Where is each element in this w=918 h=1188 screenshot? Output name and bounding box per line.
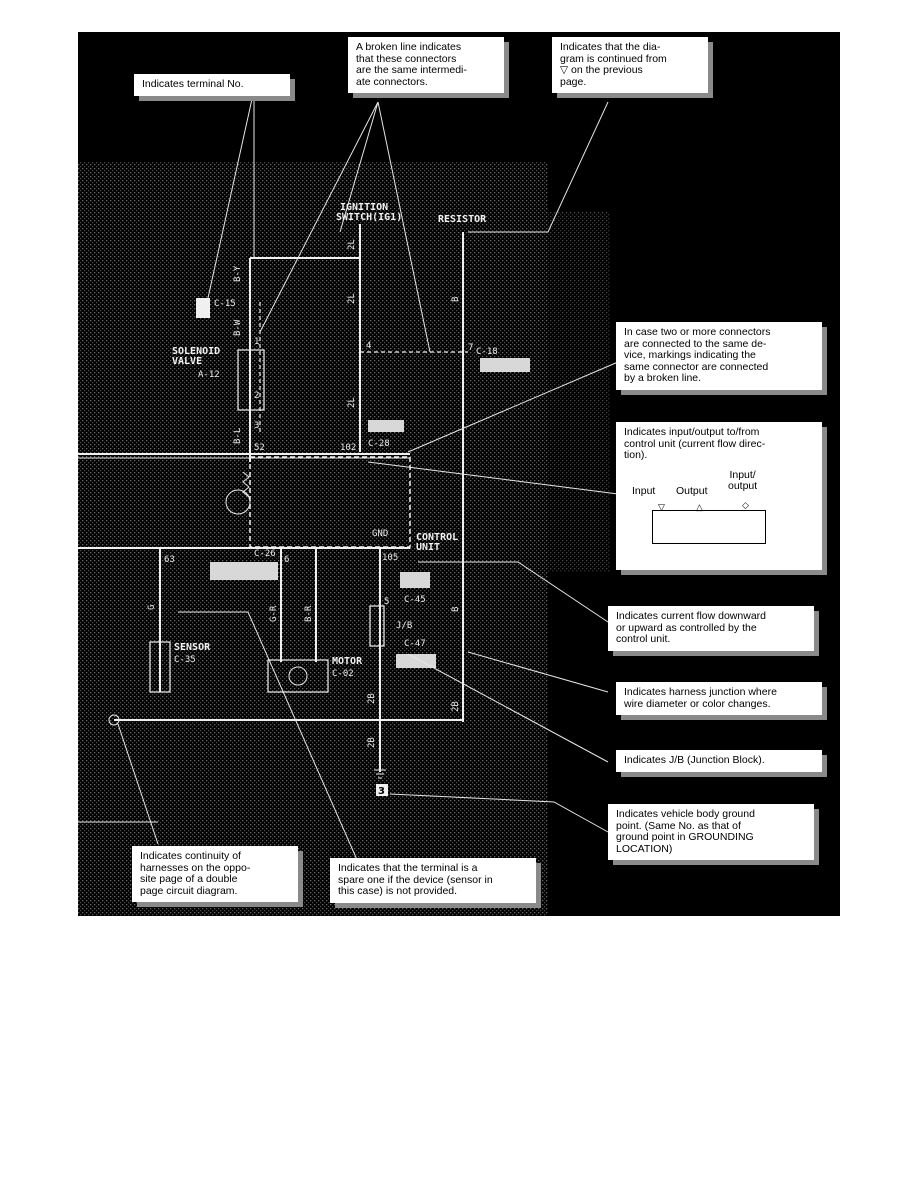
motor-box	[267, 659, 329, 693]
wire-label-2b-top: 2B	[367, 693, 377, 704]
wire-label-2b-right: 2B	[451, 701, 461, 712]
wire-label-gr: G-R	[269, 605, 279, 622]
pin-102: 102	[340, 443, 356, 453]
leader-spare	[178, 611, 359, 863]
connector-c15-icon	[196, 298, 210, 318]
grid-background	[78, 162, 548, 916]
label-resistor: RESISTOR	[438, 214, 487, 225]
io-output-label: Output	[676, 484, 708, 497]
pin-105: 105	[382, 553, 398, 563]
callout-two-connectors: In case two or more connectors are conne…	[616, 322, 822, 390]
ground-point-box	[376, 784, 388, 796]
ground-icon	[374, 769, 386, 779]
wire-label-br: B-R	[304, 605, 314, 622]
callout-jb: Indicates J/B (Junction Block).	[616, 750, 822, 772]
pin-1: 1	[254, 337, 259, 347]
pin-4: 4	[366, 341, 371, 351]
label-sensor: SENSOR	[174, 642, 211, 653]
label-c35: C-35	[174, 655, 196, 665]
pin-63: 63	[164, 555, 175, 565]
label-c47: C-47	[404, 639, 426, 649]
wire-label-2l-mid: 2L	[347, 293, 357, 304]
wire-label-by: B-Y	[233, 265, 243, 282]
wire-label-bw: B-W	[233, 319, 243, 336]
transistor-symbol	[225, 489, 251, 515]
label-c26: C-26	[254, 549, 276, 559]
callout-ground: Indicates vehicle body ground point. (Sa…	[608, 804, 814, 860]
pin-2: 2	[254, 391, 259, 401]
label-a12: A-12	[198, 370, 220, 380]
wire-label-b-top: B	[451, 297, 461, 302]
label-motor: MOTOR	[332, 656, 363, 667]
wire-label-g: G	[147, 605, 157, 610]
connector-c45-icon	[400, 572, 430, 588]
connector-c28-icon	[368, 420, 404, 432]
label-c28: C-28	[368, 439, 390, 449]
io-output-arrow-icon: △	[696, 501, 703, 512]
callout-continued: Indicates that the dia- gram is continue…	[552, 37, 708, 93]
callout-continuity: Indicates continuity of harnesses on the…	[132, 846, 298, 902]
label-gnd: GND	[372, 529, 388, 539]
callout-spare: Indicates that the terminal is a spare o…	[330, 858, 536, 903]
connector-c26-icon	[210, 562, 278, 580]
leader-broken-line	[259, 101, 431, 353]
solenoid-valve-box	[237, 349, 265, 411]
connector-c18-icon	[480, 358, 530, 372]
leader-terminal	[207, 89, 255, 299]
callout-terminal-no: Indicates terminal No.	[134, 74, 290, 96]
resistor-symbol	[242, 471, 250, 498]
label-c18: C-18	[476, 347, 498, 357]
connector-c47-icon	[396, 654, 436, 668]
wire-label-bl: B-L	[233, 428, 243, 444]
wire-label-b-low: B	[451, 607, 461, 612]
leader-continued	[468, 101, 609, 233]
leader-io	[367, 461, 619, 495]
io-input-output-label: Input/ output	[728, 468, 758, 492]
label-c45: C-45	[404, 595, 426, 605]
leader-jb	[407, 653, 609, 763]
callout-current-flow: Indicates current flow downward or upwar…	[608, 606, 814, 651]
label-c15: C-15	[214, 299, 236, 309]
pin-52: 52	[254, 443, 265, 453]
continuity-marker-icon	[108, 714, 120, 726]
wire-label-2l-top: 2L	[347, 239, 357, 250]
grid-background-right	[548, 212, 610, 572]
sensor-box	[149, 641, 171, 693]
label-jb: J/B	[396, 621, 412, 631]
label-c02: C-02	[332, 669, 354, 679]
pin-7: 7	[468, 343, 473, 353]
io-legend: Input Output Input/ output ▽ △ ◇	[624, 466, 814, 554]
callout-harness-junction: Indicates harness junction where wire di…	[616, 682, 822, 715]
leader-current-flow	[418, 561, 609, 623]
wire-label-2b-low: 2B	[367, 737, 377, 748]
pin-6: 6	[284, 555, 289, 565]
leader-junction	[467, 651, 609, 693]
callout-broken-line: A broken line indicates that these conne…	[348, 37, 504, 93]
leader-ground	[389, 793, 609, 833]
io-bidirectional-arrow-icon: ◇	[742, 499, 749, 510]
io-unit-box	[652, 509, 766, 544]
wire-label-2l-low: 2L	[347, 397, 357, 408]
io-input-label: Input	[632, 484, 656, 497]
callout-io-flow: Indicates input/output to/from control u…	[616, 422, 822, 570]
pin-5: 5	[384, 597, 389, 607]
leader-two-connectors	[407, 361, 619, 453]
pin-3: 3	[254, 421, 259, 431]
motor-icon	[288, 666, 308, 686]
jb-box	[369, 605, 385, 647]
io-input-arrow-icon: ▽	[658, 501, 665, 512]
leader-continuity	[117, 723, 159, 845]
label-ground-no: 3	[378, 786, 385, 797]
